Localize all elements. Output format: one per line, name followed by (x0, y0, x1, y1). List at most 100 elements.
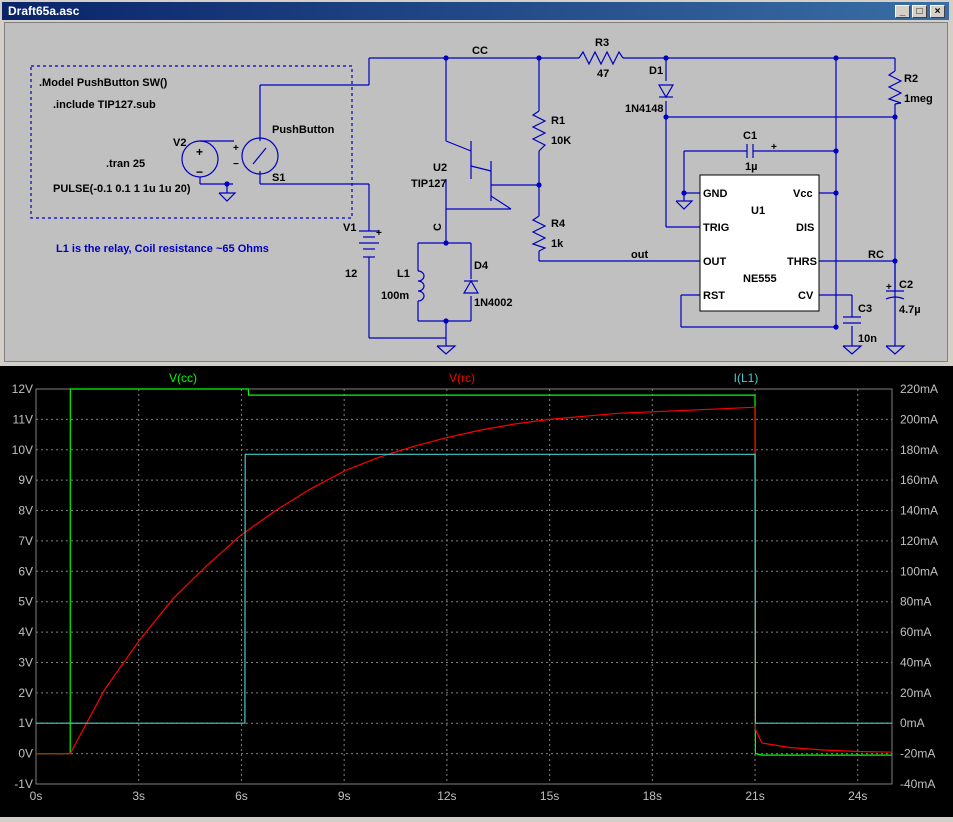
pin-cv: CV (798, 290, 814, 302)
label-v1-val: 12 (345, 268, 357, 280)
window-title: Draft65a.asc (8, 4, 80, 18)
y-right-tick-label: 0mA (900, 716, 925, 730)
label-c3-val: 10n (858, 333, 877, 345)
v2-minus-sign: − (196, 165, 203, 179)
y-left-tick-label: 4V (18, 625, 33, 639)
pin-gnd: GND (703, 188, 728, 200)
y-right-tick-label: 80mA (900, 595, 931, 609)
y-right-tick-label: -20mA (900, 747, 935, 761)
schematic-canvas[interactable]: .Model PushButton SW() .include TIP127.s… (4, 22, 948, 362)
y-right-tick-label: -40mA (900, 777, 935, 791)
label-r2: R2 (904, 73, 918, 85)
y-left-tick-label: 3V (18, 655, 33, 669)
y-right-tick-label: 140mA (900, 504, 938, 518)
x-tick-label: 9s (338, 789, 351, 803)
label-l1: L1 (397, 268, 410, 280)
pin-dis: DIS (796, 222, 814, 234)
y-left-tick-label: 12V (12, 382, 33, 396)
series-line-i-l1- (36, 453, 892, 724)
net-c: C (432, 223, 444, 231)
x-tick-label: 18s (643, 789, 662, 803)
label-r1: R1 (551, 115, 565, 127)
y-right-tick-label: 120mA (900, 534, 938, 548)
label-d4-val: 1N4002 (474, 297, 513, 309)
label-u2: U2 (433, 162, 447, 174)
y-right-tick-label: 220mA (900, 382, 938, 396)
label-v2: V2 (173, 137, 186, 149)
label-pushbutton: PushButton (272, 124, 335, 136)
x-tick-label: 15s (540, 789, 559, 803)
label-r4-val: 1k (551, 238, 564, 250)
directive-pulse: PULSE(-0.1 0.1 1 1u 1u 20) (53, 183, 191, 195)
label-c1: C1 (743, 130, 757, 142)
label-cc: CC (472, 45, 488, 57)
pin-rst: RST (703, 290, 725, 302)
y-left-tick-label: 5V (18, 595, 33, 609)
y-right-tick-label: 200mA (900, 412, 938, 426)
y-right-tick-label: 100mA (900, 564, 938, 578)
label-d4: D4 (474, 260, 489, 272)
y-left-tick-label: 0V (18, 747, 33, 761)
y-left-tick-label: 1V (18, 716, 33, 730)
s1-minus-sign: − (233, 159, 239, 170)
legend-i-l1-: I(L1) (734, 371, 759, 385)
c2-plus-sign: + (886, 282, 892, 293)
directive-tran: .tran 25 (106, 158, 145, 170)
y-right-tick-label: 180mA (900, 443, 938, 457)
pin-vcc: Vcc (793, 188, 813, 200)
pin-trig: TRIG (703, 222, 729, 234)
label-v1: V1 (343, 222, 356, 234)
label-c1-val: 1µ (745, 161, 757, 173)
y-left-tick-label: 7V (18, 534, 33, 548)
c1-plus-sign: + (771, 142, 777, 153)
label-u2-val: TIP127 (411, 178, 446, 190)
net-rc: RC (868, 249, 884, 261)
series-line-v-rc- (36, 406, 893, 755)
y-left-tick-label: 9V (18, 473, 33, 487)
label-ne555: NE555 (743, 273, 777, 285)
v1-plus-sign: + (376, 228, 382, 239)
label-r4: R4 (551, 218, 566, 230)
label-l1-val: 100m (381, 290, 409, 302)
directive-box (30, 65, 353, 219)
label-s1: S1 (272, 172, 285, 184)
close-button[interactable]: × (930, 5, 945, 18)
schematic-window: Draft65a.asc _ □ × (0, 0, 953, 366)
legend-v-cc-: V(cc) (169, 371, 197, 385)
label-c3: C3 (858, 303, 872, 315)
net-out: out (631, 249, 648, 261)
relay-comment: L1 is the relay, Coil resistance ~65 Ohm… (56, 243, 269, 255)
s1-plus-sign: + (233, 143, 239, 154)
directive-model: .Model PushButton SW() (39, 77, 168, 89)
schematic-svg: .Model PushButton SW() .include TIP127.s… (30, 37, 933, 355)
y-right-tick-label: 20mA (900, 686, 931, 700)
x-tick-label: 24s (848, 789, 867, 803)
label-r1-val: 10K (551, 135, 571, 147)
legend-v-rc-: V(rc) (449, 371, 475, 385)
maximize-button[interactable]: □ (912, 5, 927, 18)
pin-out: OUT (703, 256, 727, 268)
title-bar[interactable]: Draft65a.asc _ □ × (2, 2, 949, 20)
label-c2-val: 4.7µ (899, 304, 921, 316)
label-r3: R3 (595, 37, 609, 49)
y-left-tick-label: 10V (12, 443, 33, 457)
label-r2-val: 1meg (904, 93, 933, 105)
plot-frame (35, 388, 893, 785)
v2-plus-sign: + (196, 145, 203, 159)
x-tick-label: 21s (745, 789, 764, 803)
y-left-tick-label: 11V (13, 412, 33, 426)
y-left-tick-label: 8V (18, 504, 33, 518)
minimize-button[interactable]: _ (895, 5, 910, 18)
x-tick-label: 0s (30, 789, 43, 803)
y-left-tick-label: -1V (14, 777, 33, 791)
y-left-tick-label: 6V (18, 564, 33, 578)
directive-include: .include TIP127.sub (53, 99, 156, 111)
y-right-tick-label: 40mA (900, 655, 931, 669)
label-c2: C2 (899, 279, 913, 291)
series-line-v-cc- (36, 388, 892, 756)
label-r3-val: 47 (597, 68, 609, 80)
label-d1-val: 1N4148 (625, 103, 664, 115)
x-tick-label: 12s (437, 789, 456, 803)
